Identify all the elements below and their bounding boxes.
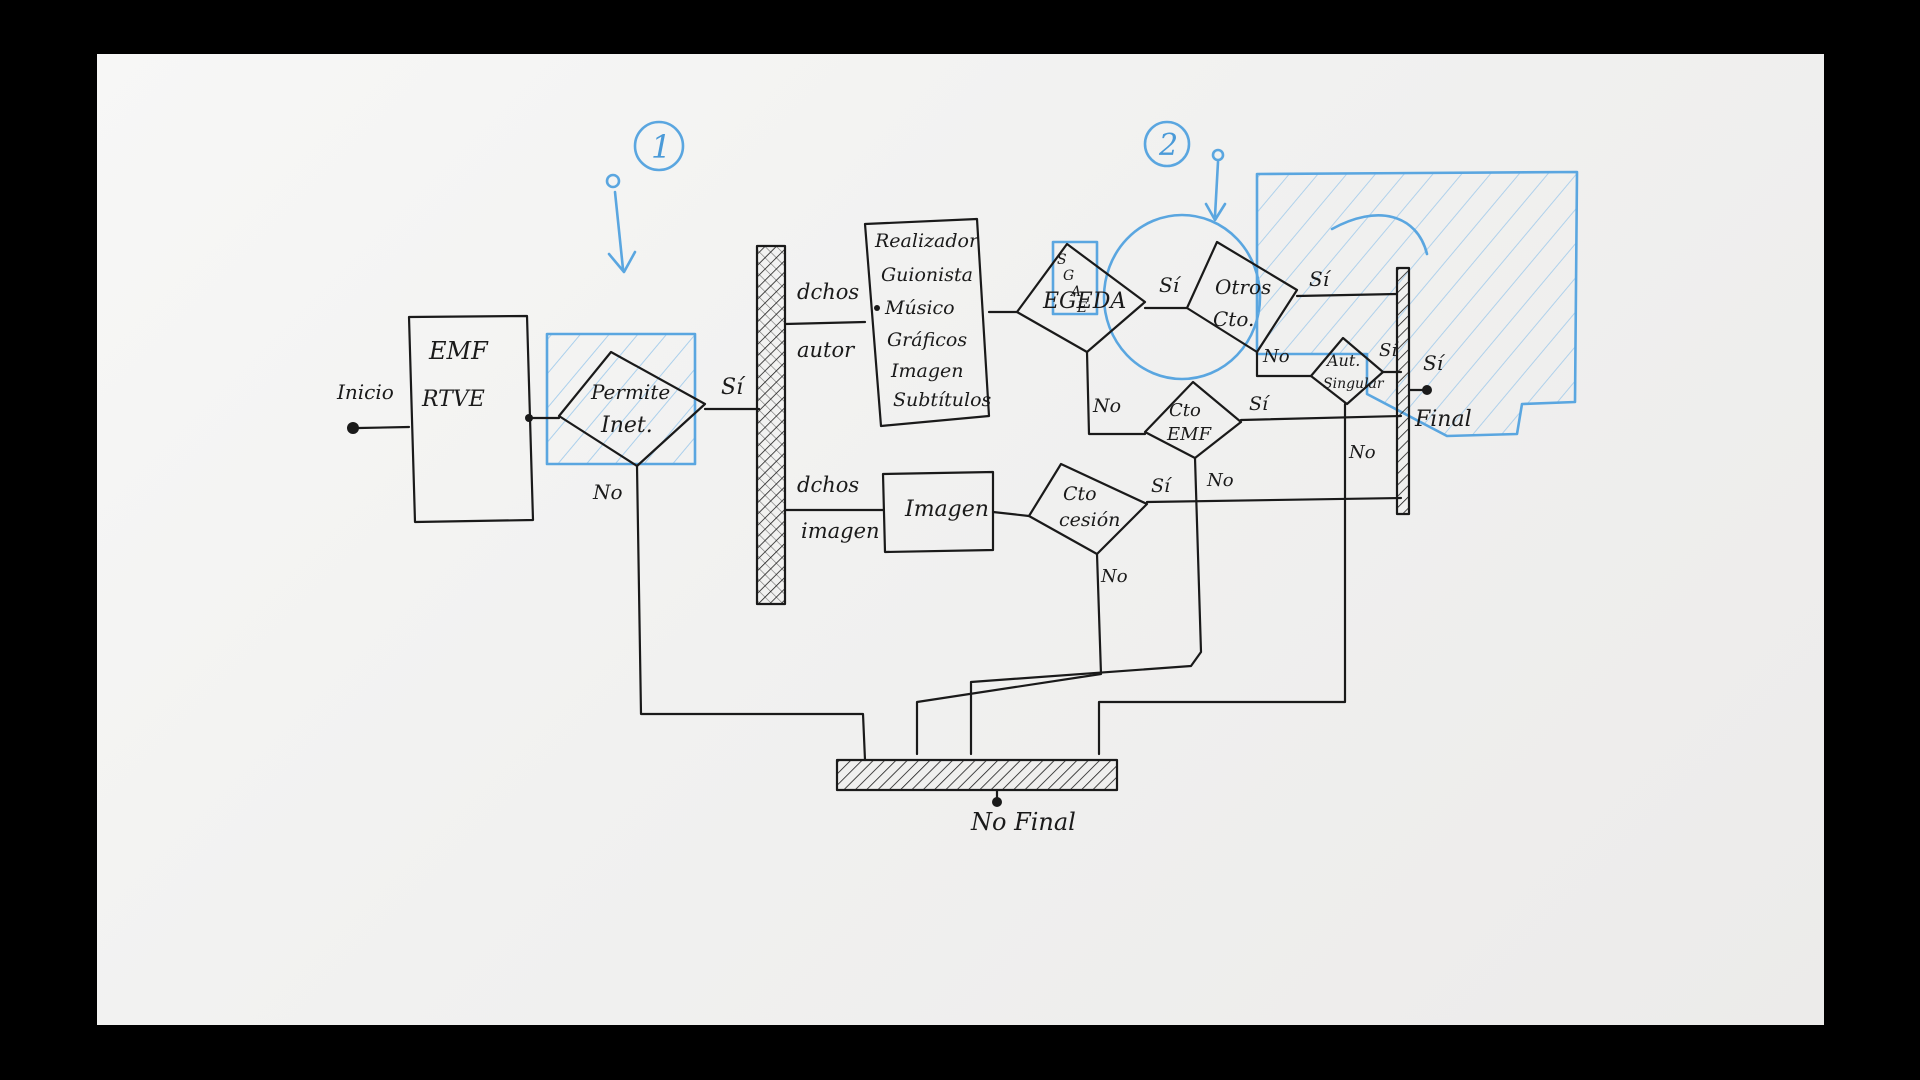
- role-imagen: Imagen: [890, 360, 964, 382]
- emf-rtve-box: EMF RTVE: [407, 314, 535, 524]
- no-final-label: No Final: [970, 808, 1076, 836]
- permite-label: Permite: [590, 380, 670, 404]
- marker-2: 2: [1143, 120, 1227, 222]
- si-final-label: Sí: [1423, 351, 1446, 375]
- otros-cto-decision: Otros Cto.: [1185, 240, 1299, 354]
- cto-emf-label-1: Cto: [1169, 400, 1201, 421]
- marker-2-label: 2: [1158, 128, 1178, 163]
- rtve-label: RTVE: [421, 387, 485, 412]
- no-otros-label: No: [1262, 346, 1290, 367]
- join-bar-success: Sí Final: [1395, 266, 1472, 516]
- blue-annotations: 1 2: [545, 120, 1579, 466]
- marker-1-label: 1: [651, 128, 671, 166]
- aut-singular-decision: Aut. Singular: [1309, 336, 1385, 406]
- fork-bar: [755, 244, 787, 606]
- si-cto-emf-label: Sí: [1249, 393, 1271, 415]
- si-egeda-label: Sí: [1159, 273, 1182, 297]
- permite-inet-decision: Permite Inet.: [557, 350, 707, 468]
- roles-box: Realizador Guionista Músico Gráficos Ima…: [863, 217, 1087, 428]
- svg-text:G: G: [1063, 268, 1074, 284]
- final-label: Final: [1414, 407, 1472, 432]
- si-permite-label: Sí: [721, 375, 746, 400]
- cto-cesion-label-2: cesión: [1059, 509, 1120, 531]
- cto-emf-decision: Cto EMF: [1143, 380, 1243, 460]
- sgae-tag: S G A E: [1057, 252, 1087, 316]
- cto-cesion-label-1: Cto: [1063, 483, 1097, 505]
- no-permite-label: No: [592, 480, 623, 504]
- svg-text:E: E: [1076, 300, 1087, 316]
- cto-label: Cto.: [1213, 307, 1254, 331]
- imagen-box-label: Imagen: [904, 497, 989, 522]
- inet-label: Inet.: [600, 413, 653, 438]
- role-realizador: Realizador: [874, 230, 980, 252]
- cto-emf-label-2: EMF: [1166, 424, 1213, 445]
- si-cesion-label: Sí: [1151, 475, 1173, 497]
- start-node: Inicio: [336, 380, 394, 434]
- aut-label: Aut.: [1325, 351, 1360, 370]
- role-subtitulos: Subtítulos: [893, 389, 992, 411]
- no-aut-label: No: [1348, 442, 1376, 463]
- dchos-imagen-label-2: imagen: [801, 519, 880, 543]
- dchos-imagen-label-1: dchos: [797, 473, 859, 497]
- no-cesion-label: No: [1100, 566, 1128, 587]
- marker-1: 1: [605, 120, 685, 274]
- join-bar-failure: No Final: [835, 758, 1119, 836]
- role-graficos: Gráficos: [887, 329, 967, 351]
- no-egeda-label: No: [1092, 395, 1121, 417]
- svg-text:A: A: [1069, 284, 1081, 300]
- role-guionista: Guionista: [881, 264, 973, 286]
- cto-cesion-decision: Cto cesión: [1027, 462, 1149, 556]
- paper-sheet: 1 2 Inicio EMF RTVE: [97, 54, 1824, 1025]
- imagen-box: Imagen: [881, 470, 995, 554]
- dchos-autor-label-1: dchos: [797, 280, 859, 304]
- svg-text:S: S: [1057, 252, 1067, 268]
- inicio-label: Inicio: [336, 380, 394, 404]
- no-cto-emf-label: No: [1206, 470, 1234, 491]
- role-musico: Músico: [884, 297, 955, 319]
- flowchart: 1 2 Inicio EMF RTVE: [336, 120, 1579, 836]
- otros-label: Otros: [1215, 275, 1271, 299]
- dchos-autor-label-2: autor: [797, 338, 856, 362]
- emf-label: EMF: [428, 337, 489, 365]
- si-aut-label: Sí: [1379, 340, 1399, 361]
- singular-label: Singular: [1323, 376, 1385, 392]
- egeda-decision: EGEDA: [1015, 242, 1147, 354]
- si-otros-label: Sí: [1309, 267, 1332, 291]
- egeda-label: EGEDA: [1042, 289, 1126, 314]
